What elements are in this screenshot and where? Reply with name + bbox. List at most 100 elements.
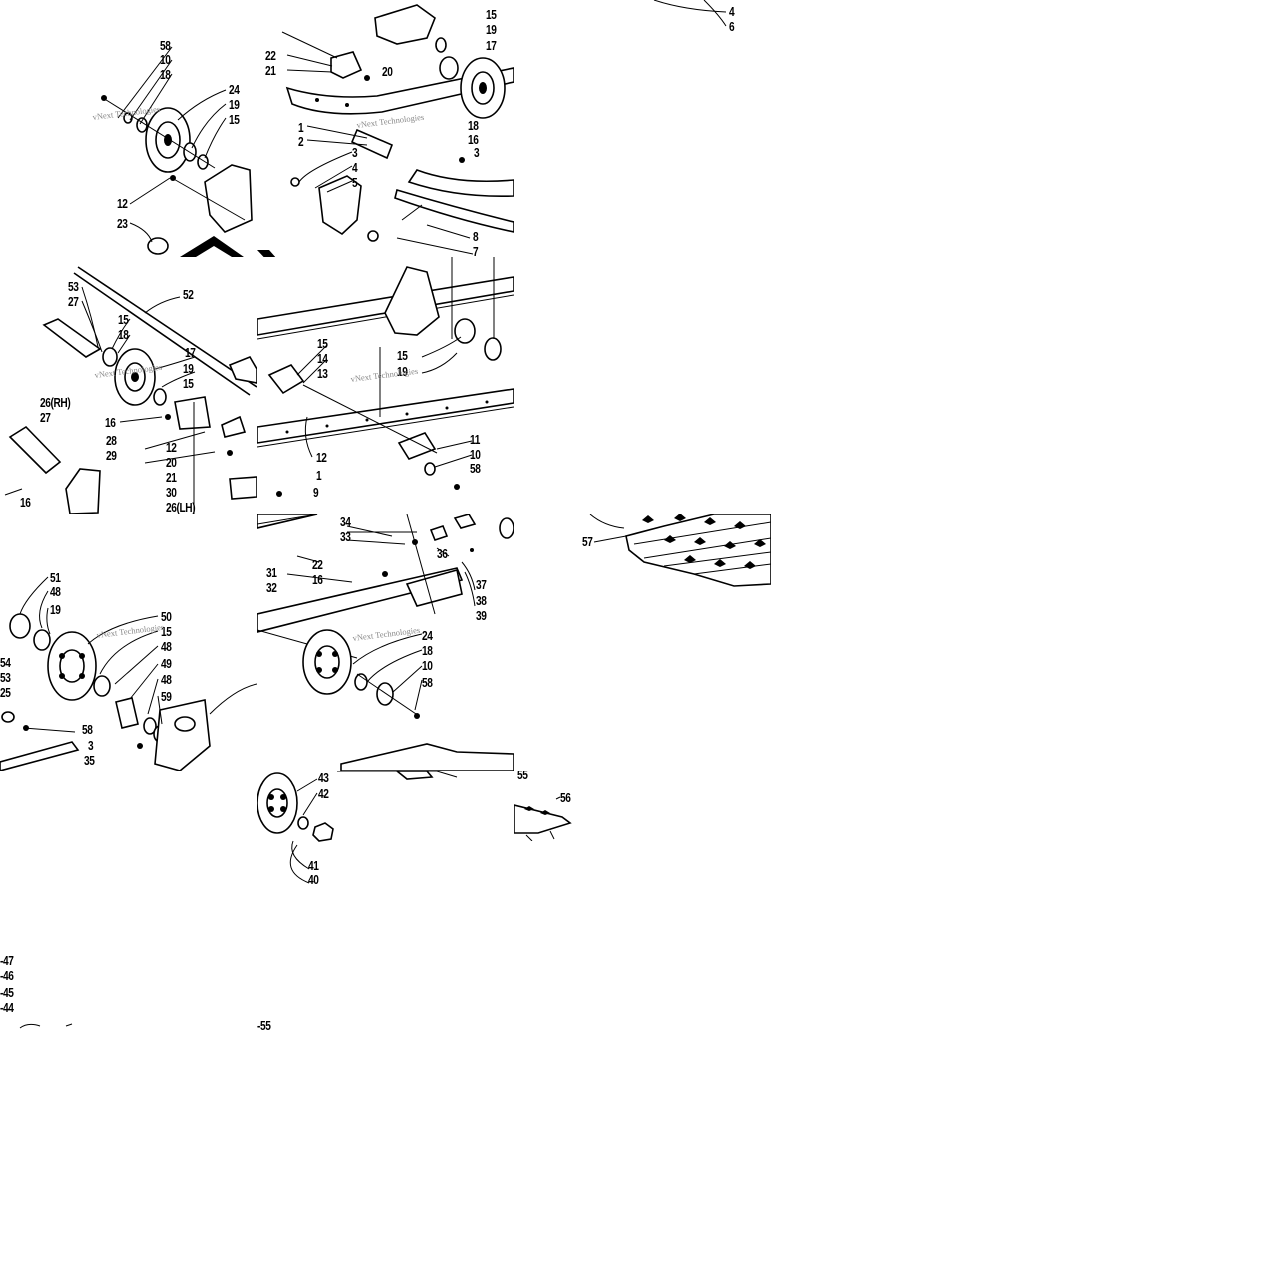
callout-number: 12 xyxy=(316,450,327,465)
track-drawing xyxy=(589,514,771,587)
callout-number: 41 xyxy=(308,858,319,873)
callout-number: 22 xyxy=(265,48,276,63)
diagram-tile-track: 57 xyxy=(514,514,771,589)
callout-number: 32 xyxy=(266,580,277,595)
callout-number: 51 xyxy=(50,570,61,585)
callout-number: 13 xyxy=(317,366,328,381)
callout-number: 10 xyxy=(422,658,433,673)
callout-number: 1 xyxy=(316,468,322,483)
bottom-left-drawing xyxy=(19,1023,73,1029)
callout-number: 38 xyxy=(476,593,487,608)
callout-number: 17 xyxy=(486,38,497,53)
callout-number: 30 xyxy=(166,485,177,500)
callout-number: 52 xyxy=(183,287,194,302)
callout-number: 25 xyxy=(0,685,11,700)
spacer-tube xyxy=(8,425,62,475)
callout-number: 26(LH) xyxy=(166,500,196,514)
rear-wheel-drawing xyxy=(0,576,257,771)
small-idler-wheel xyxy=(257,772,298,834)
callout-number: 48 xyxy=(161,639,172,654)
plate xyxy=(340,743,514,771)
bracket xyxy=(65,468,101,514)
callout-number: 48 xyxy=(161,672,172,687)
lower-rail-drawing xyxy=(257,514,514,771)
block xyxy=(267,364,305,395)
callout-number: 19 xyxy=(397,364,408,379)
callout-number: 27 xyxy=(40,410,51,425)
callout-number: 58 xyxy=(470,461,481,476)
callout-number: 17 xyxy=(185,345,196,360)
callout-number: 15 xyxy=(229,112,240,127)
callout-number: 59 xyxy=(161,689,172,704)
callout-number: -55 xyxy=(257,1018,271,1033)
callout-number: -45 xyxy=(0,985,14,1000)
nut xyxy=(429,525,449,541)
washer xyxy=(197,154,209,170)
callout-number: 26(RH) xyxy=(40,395,71,410)
callout-number: 19 xyxy=(50,602,61,617)
lower-rail xyxy=(407,169,514,198)
callout-number: 54 xyxy=(0,655,11,670)
callout-number: -44 xyxy=(0,1000,14,1015)
bolt-head xyxy=(170,175,176,181)
pointer-arrow xyxy=(180,236,244,257)
callout-number: 23 xyxy=(117,216,128,231)
callout-number: 4 xyxy=(352,160,358,175)
callout-number: 33 xyxy=(340,529,351,544)
callout-number: -47 xyxy=(0,953,14,968)
block xyxy=(330,51,363,79)
callout-number: 55 xyxy=(517,771,528,782)
rail-end xyxy=(0,741,80,771)
spacer-tube xyxy=(42,318,102,358)
callout-number: 8 xyxy=(473,229,479,244)
rear-idler-wheel xyxy=(47,631,97,701)
callout-number: 42 xyxy=(318,786,329,801)
spring-arm xyxy=(374,4,436,45)
top-right-drawing xyxy=(653,0,727,27)
callout-number: 21 xyxy=(166,470,177,485)
callout-number: 19 xyxy=(183,361,194,376)
callout-number: 19 xyxy=(229,97,240,112)
callout-number: 58 xyxy=(160,38,171,53)
callout-number: 12 xyxy=(117,196,128,211)
callout-number: 39 xyxy=(476,608,487,623)
callout-number: 2 xyxy=(298,134,304,149)
mount-bracket xyxy=(204,164,253,233)
callout-number: 5 xyxy=(352,175,358,190)
bracket xyxy=(174,396,211,430)
rail-end xyxy=(405,568,463,607)
callout-number: 10 xyxy=(470,447,481,462)
callout-number: 11 xyxy=(470,432,480,447)
callout-number: 24 xyxy=(229,82,240,97)
slide-rail xyxy=(285,67,514,115)
suspension-bracket xyxy=(384,266,440,336)
callout-number: 27 xyxy=(68,294,79,309)
callout-number: 10 xyxy=(160,52,171,67)
callout-number: 29 xyxy=(106,448,117,463)
callout-number: 9 xyxy=(313,485,319,500)
callout-number: 18 xyxy=(422,643,433,658)
callout-number: 53 xyxy=(0,670,11,685)
bushing xyxy=(147,237,169,255)
callout-number: 20 xyxy=(166,455,177,470)
callout-number: 1 xyxy=(298,120,304,135)
callout-number: 48 xyxy=(50,584,61,599)
callout-number: 24 xyxy=(422,628,433,643)
callout-number: 15 xyxy=(161,624,172,639)
callout-number: 18 xyxy=(468,118,479,133)
bolt-head xyxy=(101,95,107,101)
callout-number: 31 xyxy=(266,565,277,580)
diagram-tile-bottom-center: -55 xyxy=(257,1015,317,1035)
callout-number: 7 xyxy=(473,244,479,257)
idler-wheel-drawing xyxy=(101,46,253,257)
callout-number: 19 xyxy=(486,22,497,37)
callout-number: 16 xyxy=(312,572,323,587)
callout-number: 15 xyxy=(183,376,194,391)
